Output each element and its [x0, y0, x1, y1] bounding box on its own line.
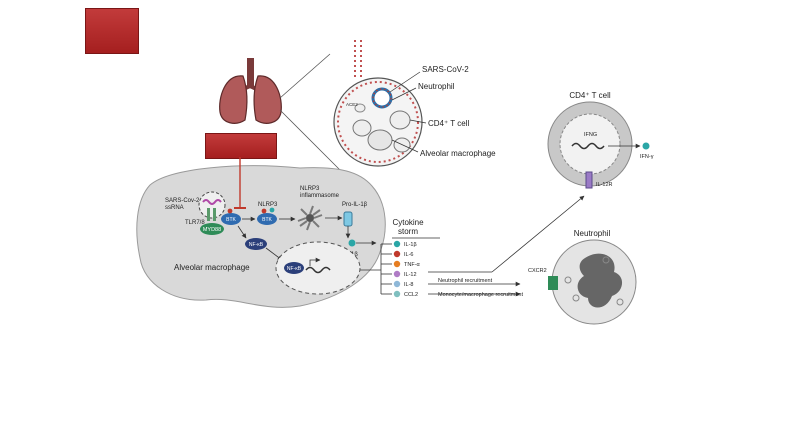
ifng-label: IFN-γ [640, 154, 654, 160]
leader-neutrophil [391, 87, 417, 101]
inflammasome-icon [297, 205, 323, 231]
cytokine-dot [393, 280, 401, 288]
red-title-box [85, 8, 139, 54]
ifng-icon [642, 142, 650, 150]
ifng-gene-icon [571, 142, 605, 150]
cytokine-label: IL-8 [404, 282, 413, 288]
pro-il1b-label: Pro-IL-1β [342, 202, 368, 208]
ifng-gene-label: IFNG [584, 132, 597, 138]
nlrp3-label: NLRP3 [258, 202, 278, 208]
nfkb-label: NF-κB [249, 242, 264, 248]
tlr-label: TLR7/8 [185, 220, 205, 226]
cytokine-dot [393, 260, 401, 268]
leader-cd4 [409, 119, 427, 124]
nfkb-nucleus-node [284, 262, 304, 274]
inset-sars-label: SARS-CoV-2 [422, 65, 469, 74]
cytokine-dot [393, 290, 401, 298]
btk-node-2 [257, 213, 277, 225]
cytokine-label: IL-1β [404, 242, 417, 248]
neutrophil-recruit-label: Neutrophil recruitment [438, 278, 493, 284]
btk-label: BTK [226, 217, 236, 223]
cytokine-label: IL-12 [404, 272, 417, 278]
pro-il1b-icon [343, 211, 353, 227]
cytokine-dot [393, 240, 401, 248]
myd88-node [200, 223, 224, 235]
nucleus [275, 241, 361, 295]
neutrophil-title: Neutrophil [574, 229, 611, 238]
myd88-label: MYD88 [203, 227, 221, 233]
macrophage-label: Alveolar macrophage [174, 263, 250, 272]
mono-recruit-label: Monocyte/macrophage recruitment [438, 292, 523, 298]
cytokine-dot [393, 250, 401, 258]
zoom-line-top [279, 53, 331, 99]
cytokine-label: IL-6 [404, 252, 413, 258]
lungs-icon [219, 58, 282, 124]
il12r-receptor [585, 171, 593, 189]
inset-ace2-label: ACE2 [346, 102, 358, 107]
tcell-arrow [491, 195, 585, 273]
nfkb-node [245, 238, 267, 250]
dna-icon [305, 266, 331, 274]
tlr-receptor [207, 208, 210, 221]
red-inhibitor-box [205, 133, 277, 159]
cxcr2-label: CXCR2 [528, 268, 547, 274]
btk-label-2: BTK [262, 217, 272, 223]
inset-neutrophil-label: Neutrophil [418, 82, 455, 91]
cytokine-label: CCL2 [404, 292, 418, 298]
tcell-title: CD4⁺ T cell [569, 91, 610, 100]
inset-macrophage-label: Alveolar macrophage [420, 149, 496, 158]
leader-macrophage [391, 139, 419, 153]
inset-cd4-label: CD4⁺ T cell [428, 119, 469, 128]
neutrophil-nucleus [577, 253, 623, 308]
cytokine-label: TNF-α [404, 262, 421, 268]
leader-sars [389, 71, 421, 93]
nfkb-nucleus-label: NF-κB [287, 266, 302, 272]
btk-node [221, 213, 241, 225]
ssrna-strand [202, 199, 222, 205]
zoom-line-bottom [279, 109, 346, 176]
il12r-label: IL-12R [596, 182, 613, 188]
cxcr2-receptor [548, 276, 558, 290]
cytokine-dot [393, 270, 401, 278]
